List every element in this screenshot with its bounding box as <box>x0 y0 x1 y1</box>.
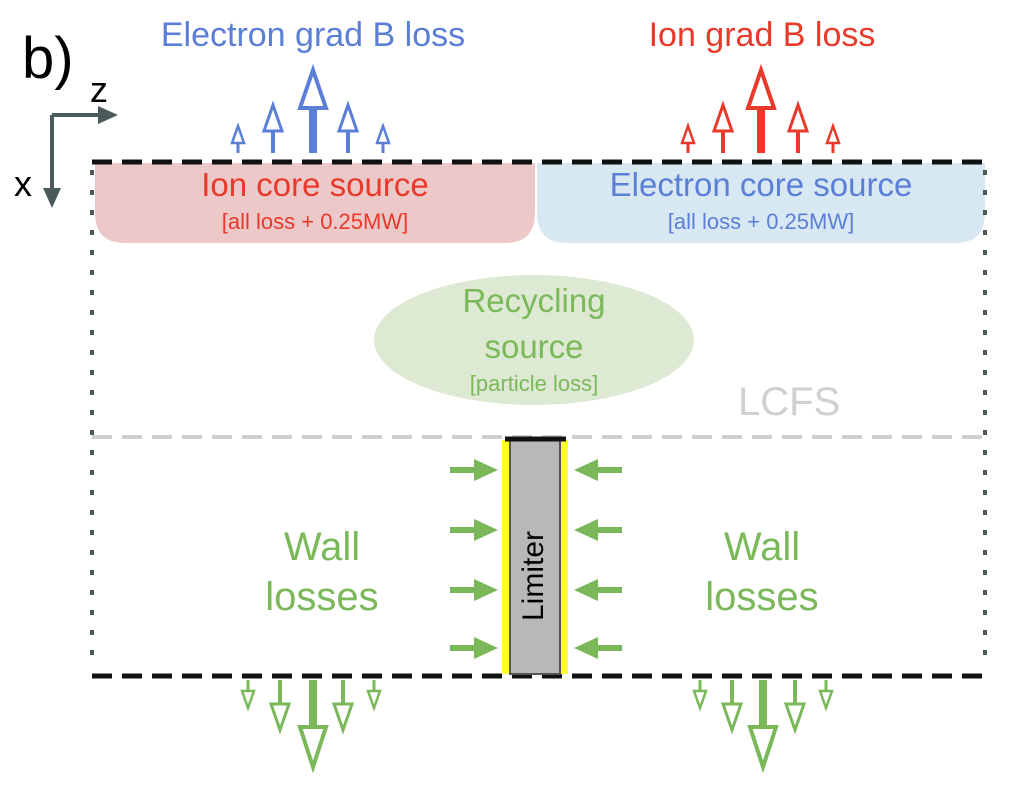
up-arrow-icon <box>680 122 696 153</box>
recycling-source-region <box>374 275 694 405</box>
down-arrow-icon <box>366 680 382 712</box>
up-arrow-icon <box>297 63 329 153</box>
recycling-source-subtitle: [particle loss] <box>469 371 599 396</box>
ion-grad-b-loss-label: Ion grad B loss <box>648 16 876 54</box>
inward-arrow-icon <box>574 459 622 481</box>
ion-core-source-subtitle: [all loss + 0.25MW] <box>221 209 409 234</box>
up-arrow-icon <box>261 100 285 153</box>
inward-arrow-icon <box>450 637 498 659</box>
inward-arrow-icon <box>450 579 498 601</box>
ion-grad-b-arrows <box>680 63 841 153</box>
ion-core-source-title: Ion core source <box>201 166 429 203</box>
wall-losses-right-line2: losses <box>705 575 819 619</box>
down-arrow-icon <box>268 680 292 735</box>
axes-icon <box>43 106 118 208</box>
up-arrow-icon <box>745 63 777 153</box>
up-arrow-icon <box>825 122 841 153</box>
down-arrow-icon <box>331 680 355 735</box>
electron-core-source-title: Electron core source <box>609 166 913 203</box>
down-arrow-icon <box>297 680 329 774</box>
ion-core-source-region <box>95 163 535 243</box>
down-arrow-icon <box>747 680 779 774</box>
down-arrow-icon <box>240 680 256 712</box>
limiter-label: Limiter <box>517 531 550 622</box>
down-arrow-icon <box>720 680 744 735</box>
limiter-arrows-right <box>574 459 622 659</box>
down-arrow-icon <box>783 680 807 735</box>
wall-loss-arrows-left <box>240 680 382 774</box>
recycling-source-line1: Recycling <box>462 282 606 319</box>
up-arrow-icon <box>336 100 360 153</box>
electron-core-source-region <box>537 163 985 243</box>
limiter <box>502 436 568 675</box>
panel-label: b) <box>22 26 74 91</box>
down-arrow-icon <box>692 680 708 712</box>
up-arrow-icon <box>786 100 810 153</box>
inward-arrow-icon <box>450 519 498 541</box>
lcfs-label: LCFS <box>738 380 841 424</box>
wall-losses-left-line1: Wall <box>283 525 361 569</box>
electron-grad-b-loss-label: Electron grad B loss <box>160 16 466 54</box>
inward-arrow-icon <box>450 459 498 481</box>
electron-grad-b-arrows <box>230 63 391 153</box>
limiter-arrows-left <box>450 459 498 659</box>
up-arrow-icon <box>711 100 735 153</box>
inward-arrow-icon <box>574 519 622 541</box>
up-arrow-icon <box>230 122 246 153</box>
inward-arrow-icon <box>574 579 622 601</box>
up-arrow-icon <box>375 122 391 153</box>
recycling-source-line2: source <box>484 328 584 365</box>
wall-losses-left-line2: losses <box>265 575 379 619</box>
electron-core-source-subtitle: [all loss + 0.25MW] <box>667 209 855 234</box>
axis-z-label: z <box>90 69 108 110</box>
wall-losses-right-line1: Wall <box>723 525 801 569</box>
axis-x-label: x <box>14 163 32 204</box>
inward-arrow-icon <box>574 637 622 659</box>
wall-loss-arrows-right <box>692 680 834 774</box>
down-arrow-icon <box>818 680 834 712</box>
